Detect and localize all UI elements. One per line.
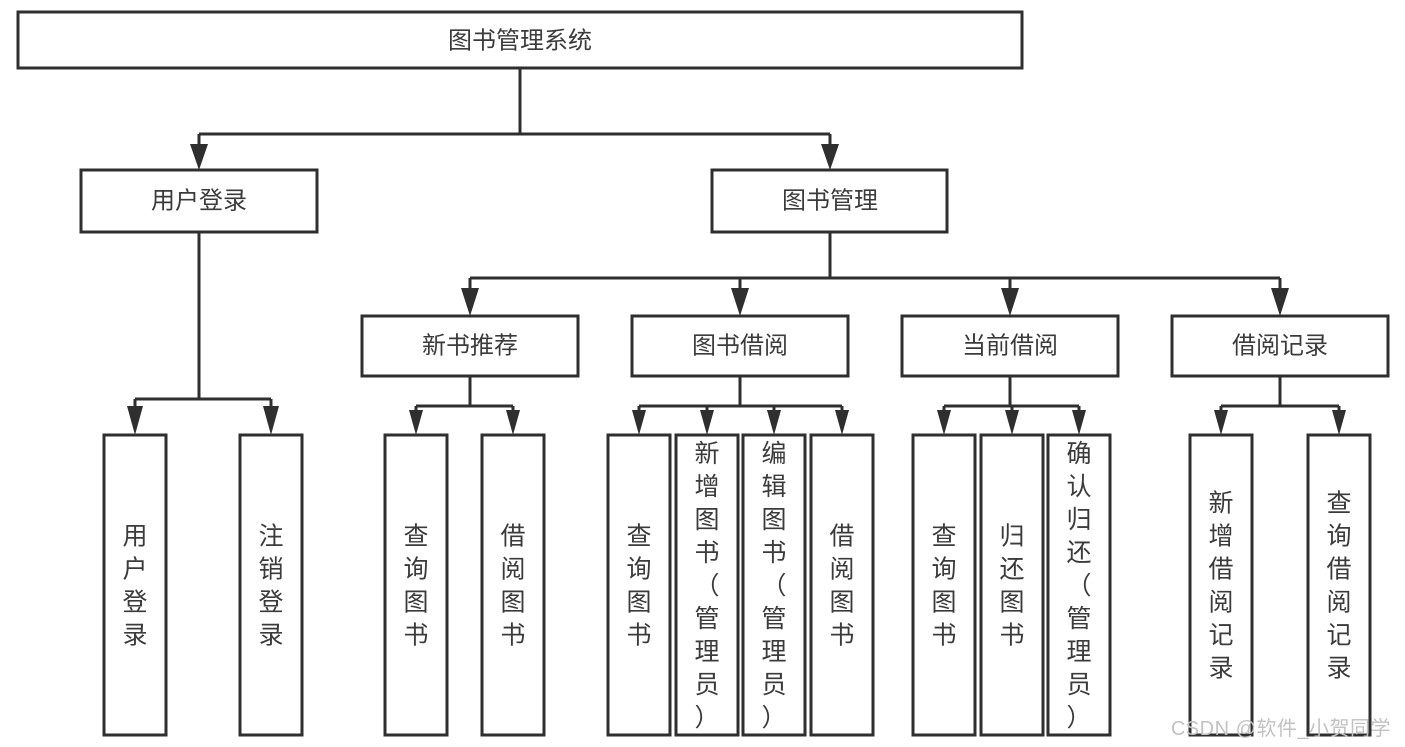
node-leaf-confirm-return-label: 确认归还（管理员） [1066,440,1091,732]
arrow-head-leaf-query-book-3 [937,410,951,435]
node-new-book-recommend-box[interactable] [360,314,580,378]
node-leaf-query-book-3[interactable]: 查询图书 [911,433,977,737]
node-leaf-borrow-book-2[interactable]: 借阅图书 [809,433,875,737]
node-current-borrow-label: 当前借阅 [962,332,1058,359]
node-leaf-borrow-book-2-label: 借阅图书 [829,523,854,650]
node-leaf-query-book-2-label: 查询图书 [626,523,651,650]
node-leaf-query-book-1[interactable]: 查询图书 [383,433,449,737]
node-user-login-box[interactable] [79,168,319,234]
arrow-head-book-borrow [731,288,749,316]
node-leaf-query-record[interactable]: 查询借阅记录 [1306,433,1372,737]
node-borrow-record-box[interactable] [1170,314,1390,378]
arrow-head-leaf-return-book [1005,410,1019,435]
node-leaf-query-book-2-box[interactable] [606,433,672,737]
node-borrow-record-label: 借阅记录 [1232,332,1328,359]
node-root-label: 图书管理系统 [448,27,592,54]
node-borrow-record[interactable]: 借阅记录 [1170,314,1390,378]
node-leaf-user-login-box[interactable] [102,433,168,737]
node-leaf-borrow-book-1-box[interactable] [480,433,546,737]
node-leaf-add-book[interactable]: 新增图书（管理员） [674,433,740,737]
arrow-head-book-manage [821,144,839,170]
node-book-borrow-box[interactable] [630,314,850,378]
node-leaf-add-book-box[interactable] [674,433,740,737]
node-leaf-query-book-2[interactable]: 查询图书 [606,433,672,737]
node-leaf-confirm-return[interactable]: 确认归还（管理员） [1046,433,1112,737]
node-current-borrow-box[interactable] [900,314,1120,378]
node-leaf-query-book-1-box[interactable] [383,433,449,737]
node-new-book-recommend[interactable]: 新书推荐 [360,314,580,378]
node-leaf-confirm-return-box[interactable] [1046,433,1112,737]
arrow-head-leaf-query-book-2 [632,410,646,435]
node-leaf-query-book-3-label: 查询图书 [931,523,956,650]
node-leaf-query-record-box[interactable] [1306,433,1372,737]
arrow-head-current-borrow [1001,288,1019,316]
node-leaf-add-record-box[interactable] [1188,433,1254,737]
arrow-head-leaf-borrow-book-1 [506,410,520,435]
node-leaf-borrow-book-2-box[interactable] [809,433,875,737]
leaf-node-layer: 用户登录 注销登录 查询图书 借阅图书 查询图书 新增图书（管理员） [102,433,1372,737]
node-leaf-logout[interactable]: 注销登录 [238,433,304,737]
node-leaf-edit-book-label: 编辑图书（管理员） [761,440,786,732]
node-leaf-query-record-label: 查询借阅记录 [1326,490,1351,683]
node-root-box[interactable] [16,10,1024,70]
arrow-head-borrow-record [1271,288,1289,316]
node-root[interactable]: 图书管理系统 [16,10,1024,70]
arrow-head-leaf-edit-book [767,410,781,435]
node-book-borrow-label: 图书借阅 [692,332,788,359]
node-leaf-user-login[interactable]: 用户登录 [102,433,168,737]
node-leaf-logout-box[interactable] [238,433,304,737]
arrow-head-leaf-user-login [127,406,143,435]
node-book-manage[interactable]: 图书管理 [710,168,949,234]
node-leaf-query-book-3-box[interactable] [911,433,977,737]
node-leaf-return-book-label: 归还图书 [999,523,1024,650]
node-new-book-recommend-label: 新书推荐 [422,332,518,359]
node-book-borrow[interactable]: 图书借阅 [630,314,850,378]
node-leaf-query-book-1-label: 查询图书 [403,523,428,650]
node-user-login-label: 用户登录 [151,187,247,214]
node-current-borrow[interactable]: 当前借阅 [900,314,1120,378]
arrow-head-leaf-query-record [1332,410,1346,435]
arrow-head-leaf-add-book [700,410,714,435]
connector-layer [127,68,1346,435]
node-leaf-add-book-label: 新增图书（管理员） [694,440,719,732]
node-leaf-return-book-box[interactable] [979,433,1045,737]
node-leaf-borrow-book-1[interactable]: 借阅图书 [480,433,546,737]
arrow-head-leaf-logout [263,406,279,435]
node-user-login[interactable]: 用户登录 [79,168,319,234]
arrow-head-user-login [190,144,208,170]
node-book-manage-box[interactable] [710,168,949,234]
arrow-head-leaf-add-record [1214,410,1228,435]
arrow-head-new-book-recommend [461,288,479,316]
node-leaf-edit-book-box[interactable] [741,433,807,737]
csdn-watermark: CSDN @软件_小贺同学 [1170,718,1391,740]
node-leaf-return-book[interactable]: 归还图书 [979,433,1045,737]
arrow-head-leaf-borrow-book-2 [835,410,849,435]
node-leaf-add-record[interactable]: 新增借阅记录 [1188,433,1254,737]
node-leaf-edit-book[interactable]: 编辑图书（管理员） [741,433,807,737]
node-leaf-user-login-label: 用户登录 [122,523,147,650]
node-leaf-logout-label: 注销登录 [258,523,283,650]
arrow-head-leaf-query-book-1 [409,410,423,435]
node-leaf-add-record-label: 新增借阅记录 [1208,490,1233,683]
arrow-head-leaf-confirm-return [1072,410,1086,435]
node-leaf-borrow-book-1-label: 借阅图书 [500,523,525,650]
node-book-manage-label: 图书管理 [782,187,878,214]
